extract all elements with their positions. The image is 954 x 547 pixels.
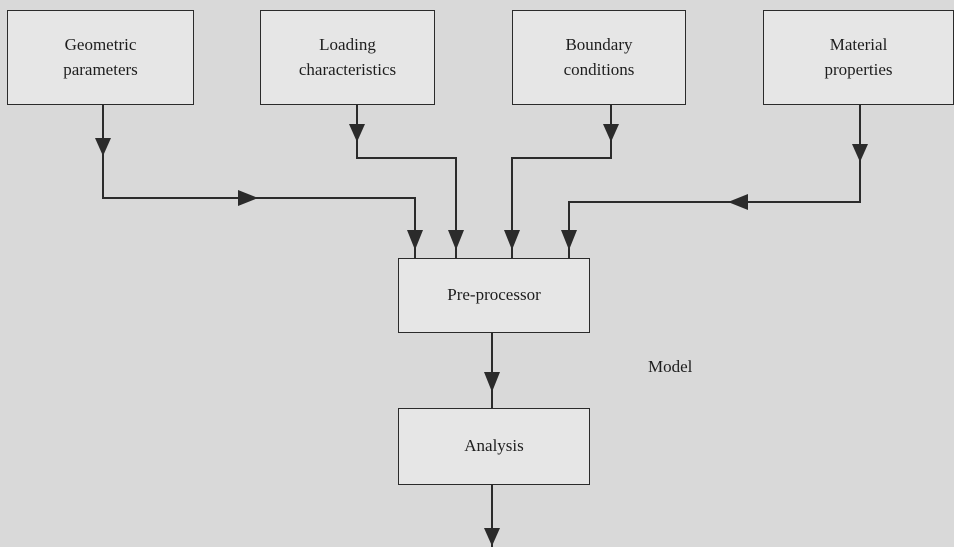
arrow-model <box>484 372 500 392</box>
preprocessor-label: Pre-processor <box>447 285 541 305</box>
model-label: Model <box>648 357 693 376</box>
arrow-boundary-into-preprocessor <box>504 230 520 250</box>
box-label-line1: Boundary <box>565 34 633 54</box>
boundary-conditions-box: Boundary conditions <box>512 10 686 105</box>
preprocessor-box: Pre-processor <box>398 258 590 333</box>
arrow-loading-into-preprocessor <box>448 230 464 250</box>
box-label-line2: characteristics <box>298 59 397 79</box>
arrow-boundary-down <box>603 124 619 142</box>
box-label-line1: Geometric <box>64 34 137 54</box>
box-label-line1: Loading <box>319 34 376 54</box>
arrow-geometric-down <box>95 138 111 156</box>
box-label-line2: conditions <box>563 59 635 79</box>
box-label-line2: properties <box>824 59 893 79</box>
connector-loading <box>356 105 457 258</box>
box-label-line2: parameters <box>63 59 138 79</box>
arrow-analysis-output <box>484 528 500 546</box>
arrow-material-left <box>728 194 748 210</box>
analysis-box: Analysis <box>398 408 590 485</box>
connector-geometric <box>102 105 416 258</box>
geometric-parameters-box: Geometric parameters <box>7 10 194 105</box>
arrow-geometric-into-preprocessor <box>407 230 423 250</box>
loading-characteristics-box: Loading characteristics <box>260 10 435 105</box>
material-properties-box: Material properties <box>763 10 954 105</box>
arrow-material-down <box>852 144 868 162</box>
arrow-loading-down <box>349 124 365 142</box>
analysis-label: Analysis <box>464 436 524 456</box>
box-label-line1: Material <box>829 34 888 54</box>
arrow-material-into-preprocessor <box>561 230 577 250</box>
connector-boundary <box>511 105 612 258</box>
arrow-geometric-right <box>238 190 258 206</box>
